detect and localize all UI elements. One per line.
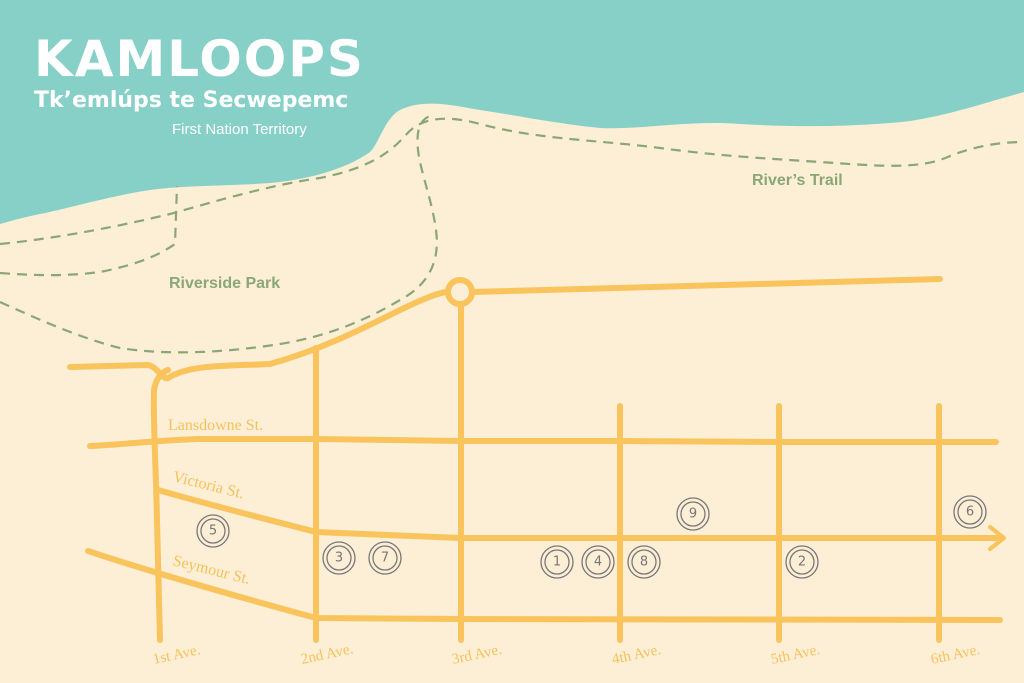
road-seymour — [85, 548, 1003, 623]
marker-7[interactable]: 7 — [368, 541, 402, 575]
marker-2[interactable]: 2 — [785, 545, 819, 579]
marker-5-label: 5 — [209, 524, 217, 539]
riverside-park-label: Riverside Park — [169, 275, 280, 292]
river — [0, 0, 1024, 224]
map-title: KAMLOOPS — [34, 30, 365, 88]
marker-6-label: 6 — [966, 505, 974, 520]
road-north-east — [469, 276, 943, 295]
rivers-trail-label: River’s Trail — [752, 172, 843, 189]
map-subtitle: Tk’emlúps te Secwepemc — [34, 88, 348, 113]
trail-top — [0, 117, 1024, 246]
lansdowne-label: Lansdowne St. — [168, 417, 263, 434]
marker-2-label: 2 — [798, 555, 806, 570]
marker-9[interactable]: 9 — [676, 497, 710, 531]
marker-5[interactable]: 5 — [196, 514, 230, 548]
marker-4-label: 4 — [594, 555, 602, 570]
marker-1-label: 1 — [553, 555, 561, 570]
road-riverside-drive — [67, 289, 451, 382]
marker-3-label: 3 — [335, 551, 343, 566]
marker-3[interactable]: 3 — [322, 541, 356, 575]
victoria-arrow — [988, 525, 1006, 551]
marker-6[interactable]: 6 — [953, 495, 987, 529]
marker-1[interactable]: 1 — [540, 545, 574, 579]
road-1st-ave — [150, 367, 171, 643]
trail-bottom — [0, 114, 438, 354]
marker-8[interactable]: 8 — [627, 545, 661, 579]
marker-7-label: 7 — [381, 551, 389, 566]
map-territory: First Nation Territory — [172, 121, 307, 138]
marker-4[interactable]: 4 — [581, 545, 615, 579]
marker-9-label: 9 — [689, 507, 697, 522]
marker-8-label: 8 — [640, 555, 648, 570]
roundabout — [445, 277, 475, 307]
